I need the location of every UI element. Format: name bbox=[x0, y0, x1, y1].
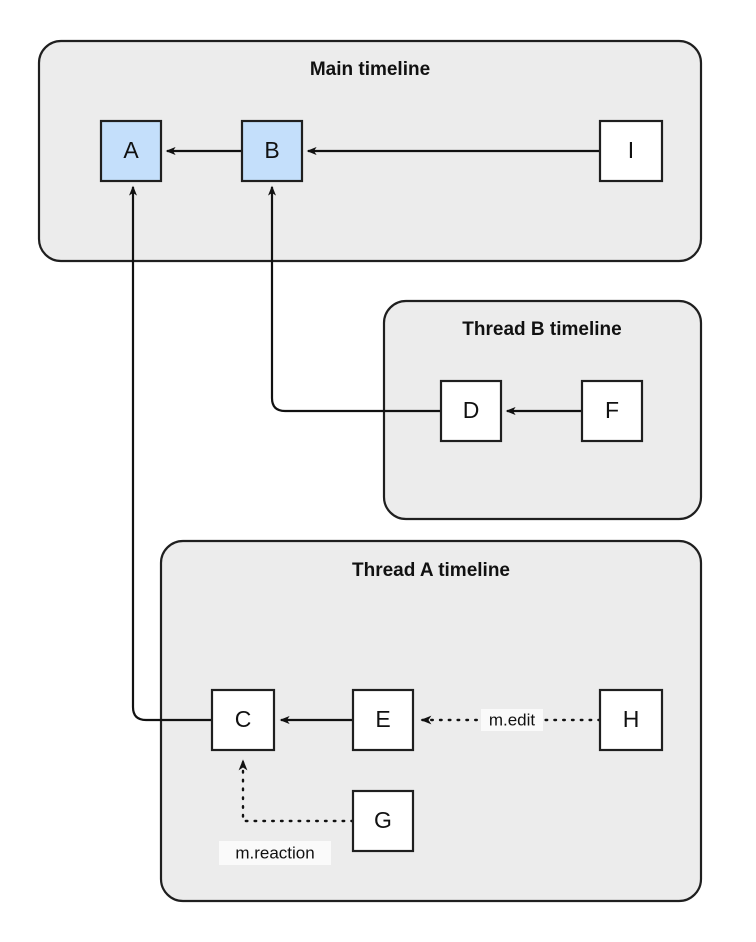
node-g[interactable]: G bbox=[351, 789, 415, 853]
node-e-label: E bbox=[375, 706, 390, 732]
panel-thread-a-timeline-title: Thread A timeline bbox=[352, 560, 510, 581]
node-i-rect[interactable] bbox=[598, 119, 664, 183]
node-a-rect[interactable] bbox=[99, 119, 163, 183]
edge-g-to-c bbox=[238, 759, 355, 823]
node-b-label: B bbox=[264, 137, 279, 163]
edge-label-m-reaction: m.reaction bbox=[219, 841, 331, 865]
node-d[interactable]: D bbox=[439, 379, 503, 443]
node-i[interactable]: I bbox=[598, 119, 664, 183]
node-c-rect[interactable] bbox=[210, 688, 276, 752]
node-f-rect[interactable] bbox=[580, 379, 644, 443]
node-h[interactable]: H bbox=[598, 688, 664, 752]
node-c[interactable]: C bbox=[210, 688, 276, 752]
node-b-rect[interactable] bbox=[240, 119, 304, 183]
node-h-rect[interactable] bbox=[598, 688, 664, 752]
node-a-label: A bbox=[123, 137, 139, 163]
node-g-label: G bbox=[374, 807, 392, 833]
node-i-label: I bbox=[628, 137, 634, 163]
node-e[interactable]: E bbox=[351, 688, 415, 752]
edge-label-m-edit-text: m.edit bbox=[489, 710, 536, 729]
node-b[interactable]: B bbox=[240, 119, 304, 183]
edge-d-to-b bbox=[268, 185, 441, 413]
node-h-label: H bbox=[623, 706, 640, 732]
edge-label-m-edit-bg bbox=[481, 709, 543, 731]
node-f[interactable]: F bbox=[580, 379, 644, 443]
edge-c-to-a bbox=[129, 185, 212, 722]
edge-label-m-edit: m.edit bbox=[481, 709, 543, 731]
node-a[interactable]: A bbox=[99, 119, 163, 183]
node-f-label: F bbox=[605, 397, 619, 423]
panel-main-timeline-title: Main timeline bbox=[310, 59, 430, 80]
node-e-rect[interactable] bbox=[351, 688, 415, 752]
node-d-label: D bbox=[463, 397, 480, 423]
edge-label-m-reaction-text: m.reaction bbox=[235, 843, 314, 862]
panel-thread-b-timeline-title: Thread B timeline bbox=[462, 319, 621, 340]
edge-label-m-reaction-bg bbox=[219, 841, 331, 865]
node-g-rect[interactable] bbox=[351, 789, 415, 853]
node-d-rect[interactable] bbox=[439, 379, 503, 443]
node-c-label: C bbox=[235, 706, 252, 732]
